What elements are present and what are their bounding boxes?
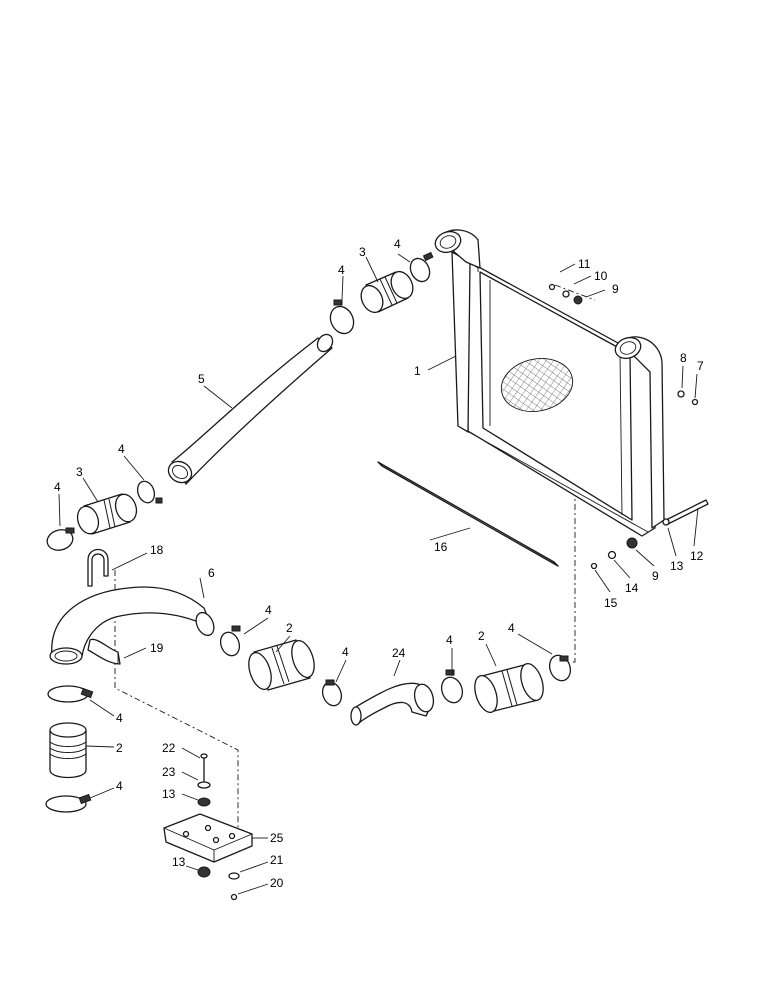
callout-11: 11 bbox=[578, 257, 591, 271]
callout-14: 14 bbox=[625, 581, 639, 595]
intercooler-core bbox=[434, 229, 665, 537]
callout-4: 4 bbox=[508, 621, 515, 635]
lower-air-tube bbox=[49, 586, 215, 665]
callout-24: 24 bbox=[392, 646, 406, 660]
callout-21: 21 bbox=[270, 853, 284, 867]
callout-20: 20 bbox=[270, 876, 284, 890]
callout-10: 10 bbox=[594, 269, 608, 283]
callout-9: 9 bbox=[612, 282, 619, 296]
bracket-hardware bbox=[197, 753, 240, 901]
callout-9: 9 bbox=[652, 569, 659, 583]
upper-hose-right bbox=[360, 270, 414, 314]
elbow-tube bbox=[350, 682, 435, 726]
callout-4: 4 bbox=[265, 603, 272, 617]
callout-15: 15 bbox=[604, 596, 618, 610]
callout-23: 23 bbox=[162, 765, 176, 779]
callout-2: 2 bbox=[478, 629, 485, 643]
upper-air-tube bbox=[167, 333, 334, 485]
callout-4: 4 bbox=[394, 237, 401, 251]
callout-3: 3 bbox=[76, 465, 83, 479]
callout-4: 4 bbox=[446, 633, 453, 647]
callout-5: 5 bbox=[198, 372, 205, 386]
callout-3: 3 bbox=[359, 245, 366, 259]
tube-bracket bbox=[87, 638, 121, 665]
upper-hose-left bbox=[76, 493, 138, 535]
callout-4: 4 bbox=[116, 779, 123, 793]
callout-22: 22 bbox=[162, 741, 176, 755]
callout-13: 13 bbox=[162, 787, 176, 801]
callout-7: 7 bbox=[697, 359, 704, 373]
u-bolt bbox=[87, 548, 109, 587]
callout-2: 2 bbox=[116, 741, 123, 755]
callout-6: 6 bbox=[208, 566, 215, 580]
callout-16: 16 bbox=[434, 540, 448, 554]
support-plate bbox=[163, 813, 253, 863]
callout-12: 12 bbox=[690, 549, 704, 563]
callout-13: 13 bbox=[670, 559, 684, 573]
callout-4: 4 bbox=[118, 442, 125, 456]
callout-4: 4 bbox=[54, 480, 61, 494]
callout-1: 1 bbox=[414, 364, 421, 378]
callout-18: 18 bbox=[150, 543, 164, 557]
callout-4: 4 bbox=[342, 645, 349, 659]
callout-8: 8 bbox=[680, 351, 687, 365]
leader-lines bbox=[58, 253, 699, 895]
seal-strip bbox=[377, 461, 559, 567]
callout-2: 2 bbox=[286, 621, 293, 635]
mounting-hardware bbox=[548, 283, 709, 570]
hose-clamps bbox=[45, 251, 572, 813]
callout-25: 25 bbox=[270, 831, 284, 845]
callout-4: 4 bbox=[116, 711, 123, 725]
lower-hoses bbox=[49, 639, 544, 779]
callout-labels: 1 4 3 4 5 4 3 4 11 10 9 8 7 12 13 9 14 1… bbox=[54, 237, 704, 890]
callout-19: 19 bbox=[150, 641, 164, 655]
callout-13: 13 bbox=[172, 855, 186, 869]
callout-4: 4 bbox=[338, 263, 345, 277]
